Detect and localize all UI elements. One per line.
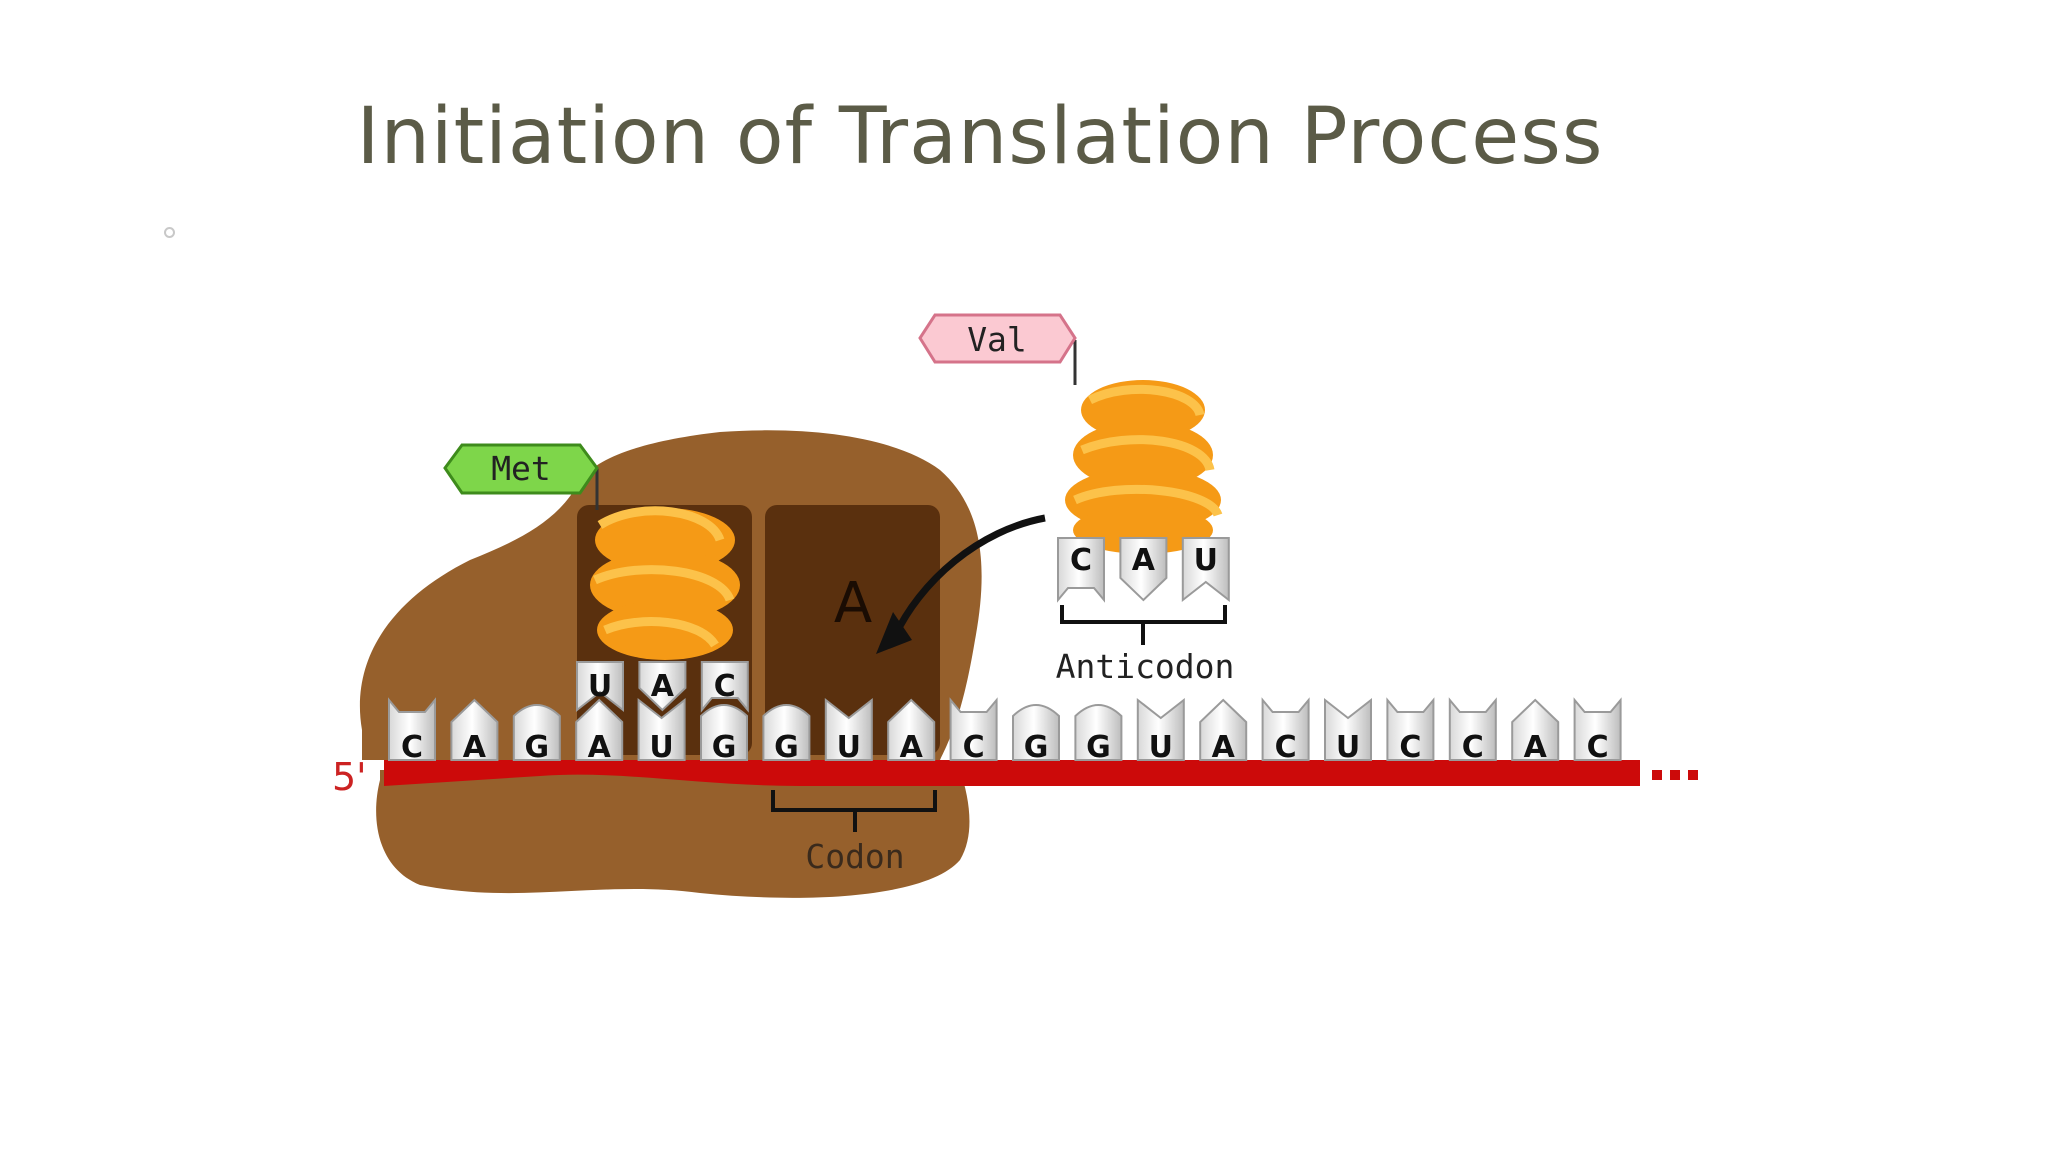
a-site-label: A	[834, 571, 872, 636]
nucleotide-base-letter: A	[651, 669, 675, 704]
slide-title: Initiation of Translation Process	[356, 92, 1604, 182]
nucleotide-base-letter: U	[649, 730, 673, 765]
p-site-trna	[590, 506, 740, 660]
trna-coil-highlight	[593, 506, 735, 648]
nucleotide-base-letter: C	[401, 730, 423, 765]
mrna-dot	[1652, 770, 1662, 780]
ribosome-small-subunit	[376, 770, 970, 898]
arrow-icon	[889, 514, 1046, 642]
nucleotide-base-shape	[1136, 697, 1185, 761]
nucleotide-base-letter: A	[1524, 730, 1548, 765]
nucleotide-base-shape	[1448, 697, 1497, 761]
nucleotide-base-letter: A	[1212, 730, 1236, 765]
nucleotide-base-shape	[1324, 697, 1372, 761]
trna-coil-segment	[1073, 506, 1213, 554]
nucleotide-base-letter: A	[900, 730, 924, 765]
nucleotide-base-letter: G	[1086, 730, 1111, 765]
five-prime-label: 5'	[332, 755, 367, 799]
nucleotide-base-shape	[700, 661, 749, 713]
nucleotide-base-shape	[887, 698, 936, 761]
nucleotide-base-letter: C	[1462, 730, 1484, 765]
nucleotide-base-shape	[1511, 698, 1560, 761]
mrna-dot	[1688, 770, 1698, 780]
nucleotide-base-shape	[388, 697, 436, 761]
val-amino-acid-tag	[918, 313, 1077, 364]
incoming-trna	[1065, 380, 1223, 554]
nucleotide-base-letter: G	[524, 730, 549, 765]
nucleotide-base-letter: C	[963, 730, 985, 765]
nucleotide-base-letter: G	[712, 730, 737, 765]
nucleotide-base-letter: U	[1149, 730, 1173, 765]
nucleotide-base-shape	[637, 697, 686, 761]
nucleotide-base-shape	[1261, 697, 1310, 761]
nucleotide-base-shape	[700, 704, 748, 761]
nucleotide-base-letter: A	[588, 730, 612, 765]
mrna-dots	[1652, 770, 1698, 780]
nucleotide-base-shape	[1074, 704, 1123, 761]
anticodon-bracket	[1060, 605, 1227, 645]
nucleotide-base-shape	[575, 698, 624, 761]
nucleotide-base-letter: A	[1132, 543, 1156, 578]
nucleotide-base-shape	[1573, 697, 1622, 761]
nucleotide-base-shape	[1386, 697, 1435, 761]
nucleotide-base-shape	[1199, 698, 1248, 761]
nucleotide-base-letter: A	[463, 730, 487, 765]
trna-coil-segment	[597, 600, 733, 660]
nucleotide-base-shape	[576, 661, 624, 713]
mrna-dot	[1670, 770, 1680, 780]
nucleotide-base-letter: C	[1275, 730, 1297, 765]
nucleotide-base-shape	[762, 704, 811, 761]
trna-coil-highlight	[1073, 384, 1223, 518]
arrowhead-icon	[876, 612, 912, 654]
met-label: Met	[491, 449, 551, 488]
met-amino-acid-tag	[443, 443, 599, 495]
nucleotide-base-shape	[450, 698, 499, 761]
mrna-strand	[384, 760, 1640, 786]
nucleotide-base-letter: C	[1070, 543, 1092, 578]
val-label: Val	[967, 320, 1027, 359]
nucleotide-base-shape	[1119, 537, 1168, 602]
nucleotide-base-shape	[1181, 537, 1230, 603]
nucleotide-base-letter: U	[837, 730, 861, 765]
nucleotide-base-letter: C	[714, 669, 736, 704]
codon-bracket	[771, 790, 937, 832]
bullet-dot	[164, 227, 175, 238]
nucleotide-base-shape	[512, 704, 561, 761]
ribosome-a-site	[765, 505, 940, 755]
nucleotide-base-shape	[1057, 537, 1105, 603]
codon-label: Codon	[805, 837, 904, 876]
anticodon-label: Anticodon	[1056, 647, 1235, 686]
nucleotide-base-shape	[638, 661, 687, 712]
nucleotide-base-letter: G	[1024, 730, 1049, 765]
nucleotide-base-shape	[949, 697, 998, 761]
nucleotide-base-letter: C	[1399, 730, 1421, 765]
nucleotide-base-letter: U	[1194, 543, 1218, 578]
nucleotide-base-shape	[824, 697, 873, 761]
nucleotide-base-letter: G	[774, 730, 799, 765]
nucleotide-base-letter: U	[1336, 730, 1360, 765]
nucleotide-base-letter: C	[1587, 730, 1609, 765]
nucleotide-base-shape	[1012, 704, 1060, 761]
nucleotide-base-letter: U	[588, 669, 612, 704]
